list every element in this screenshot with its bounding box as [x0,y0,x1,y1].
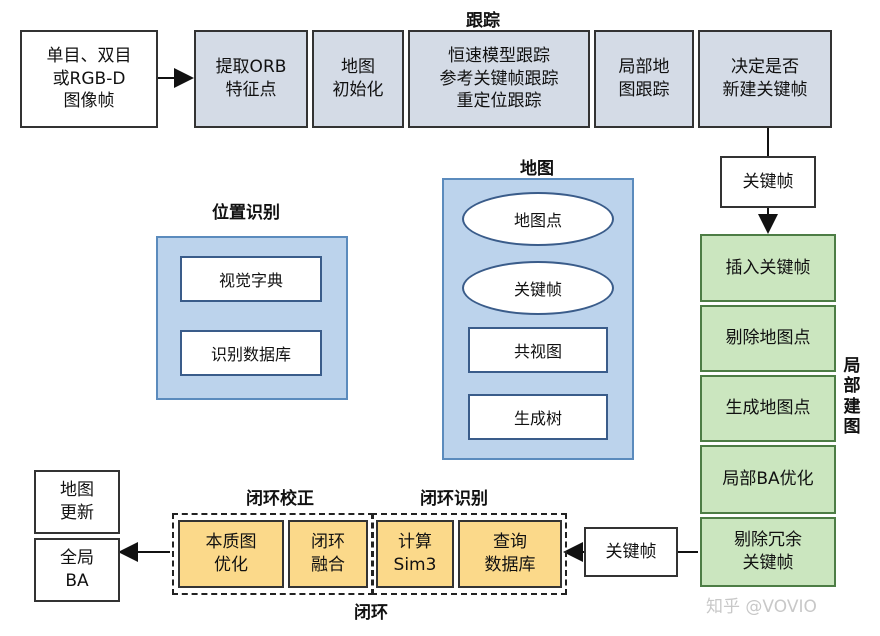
loop-step-loop-fusion: 闭环 融合 [288,520,368,588]
local-mapping-title: 局 部 建 图 [843,356,861,438]
mapping-step-cull-keyframes: 剔除冗余 关键帧 [700,517,836,587]
map-title: 地图 [520,159,554,179]
loop-step-query-database: 查询 数据库 [458,520,562,588]
mapping-step-insert-keyframe: 插入关键帧 [700,234,836,302]
map-item-covisibility-graph: 共视图 [468,327,608,373]
mapping-step-create-points: 生成地图点 [700,375,836,442]
loop-step-compute-sim3: 计算 Sim3 [376,520,454,588]
loop-step-essential-graph: 本质图 优化 [178,520,284,588]
map-item-keyframes: 关键帧 [462,261,614,315]
tracking-step-local-map: 局部地 图跟踪 [594,30,694,128]
mapping-step-local-ba: 局部BA优化 [700,445,836,514]
watermark: 知乎 @VOVIO [706,597,817,617]
input-frames-box: 单目、双目 或RGB-D 图像帧 [20,30,158,128]
loop-correction-dashed [172,513,374,595]
place-recognition-title: 位置识别 [212,203,280,223]
loop-detection-dashed [371,513,567,595]
keyframe-label-bottom: 关键帧 [584,527,678,577]
tracking-step-new-keyframe: 决定是否 新建关键帧 [698,30,832,128]
tracking-step-track-modes: 恒速模型跟踪 参考关键帧跟踪 重定位跟踪 [408,30,590,128]
tracking-step-map-init: 地图 初始化 [312,30,404,128]
loop-title: 闭环 [354,603,388,623]
output-global-ba: 全局 BA [34,538,120,602]
keyframe-label-top: 关键帧 [720,156,816,208]
loop-correction-title: 闭环校正 [246,489,314,509]
mapping-step-cull-points: 剔除地图点 [700,305,836,372]
map-item-spanning-tree: 生成树 [468,394,608,440]
output-map-update: 地图 更新 [34,470,120,534]
map-item-map-points: 地图点 [462,192,614,246]
tracking-step-orb: 提取ORB 特征点 [194,30,308,128]
loop-detection-title: 闭环识别 [420,489,488,509]
place-recognition-database: 识别数据库 [180,330,322,376]
tracking-title: 跟踪 [466,11,500,31]
place-recognition-vocabulary: 视觉字典 [180,256,322,302]
